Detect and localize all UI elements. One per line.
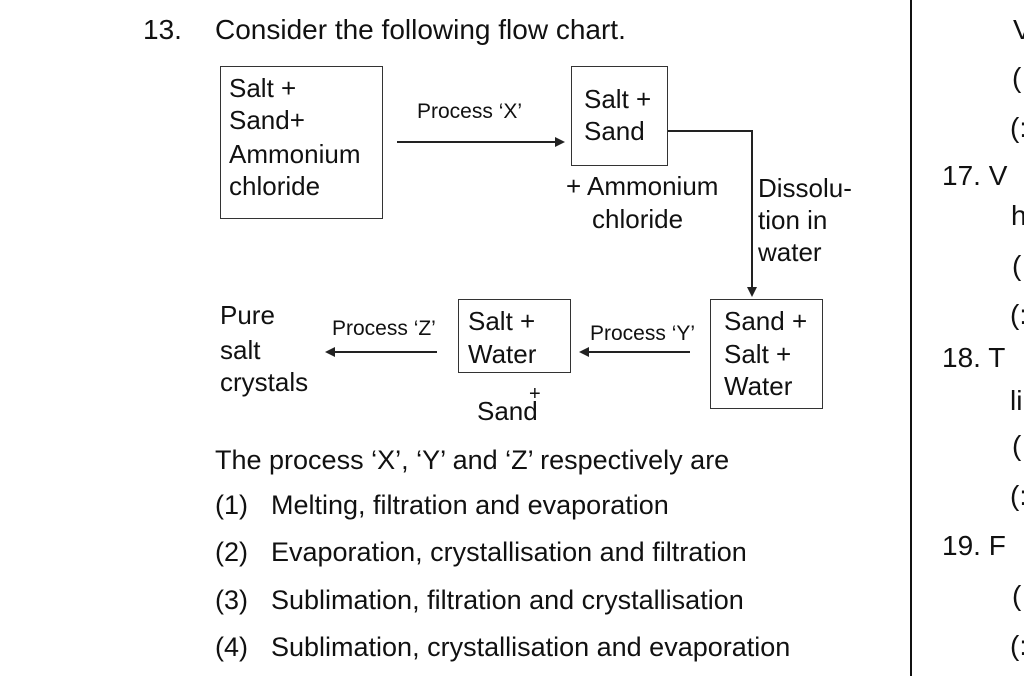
option-4-text: Sublimation, crystallisation and evapora… <box>271 632 791 662</box>
right-column-line-13: ( <box>1012 580 1022 611</box>
dissolution-label-line-1: Dissolu- <box>758 173 852 203</box>
process-z-label: Process ‘Z’ <box>332 317 436 340</box>
box-salt-sand-line-2: Sand <box>584 116 645 146</box>
box-salt-sand-line-1: Salt + <box>584 84 652 114</box>
arrow-dissolution <box>667 130 757 297</box>
right-column-line-1: V <box>1013 14 1024 45</box>
box-start-mixture <box>220 66 383 219</box>
box-mixture-line-2: Salt + <box>724 339 792 369</box>
option-1-number: (1) <box>215 490 248 520</box>
product-line-3: crystals <box>220 367 309 397</box>
box-salt-sand <box>571 66 668 166</box>
right-column-line-10: ( <box>1012 430 1022 461</box>
option-2-text: Evaporation, crystallisation and filtrat… <box>271 537 747 567</box>
right-column-line-11: (: <box>1010 480 1024 511</box>
option-3-text: Sublimation, filtration and crystallisat… <box>271 585 744 615</box>
right-column-line-6: ( <box>1012 250 1022 281</box>
box-mixture-line-3: Water <box>724 371 793 401</box>
option-1-text: Melting, filtration and evaporation <box>271 490 669 520</box>
right-column-line-8: 18. T <box>942 342 1006 373</box>
process-x-label: Process ‘X’ <box>417 100 523 123</box>
flowchart-arrows <box>325 130 757 357</box>
right-column-line-7: (: <box>1010 299 1024 330</box>
right-column-line-3: (: <box>1010 112 1024 143</box>
byproduct-y-plus: + <box>529 383 541 405</box>
box-mixture-line-1: Sand + <box>724 306 808 336</box>
box-salt-water-line-1: Salt + <box>468 306 536 336</box>
box-start-line-2: Sand+ <box>229 105 305 135</box>
box-salt-water-line-2: Water <box>468 339 537 369</box>
option-3-number: (3) <box>215 585 248 615</box>
option-2-number: (2) <box>215 537 248 567</box>
right-column-line-9: li <box>1010 385 1023 416</box>
question-text: Consider the following flow chart. <box>215 14 626 45</box>
dissolution-label-line-3: water <box>758 237 822 267</box>
right-column-line-12: 19. F <box>942 530 1006 561</box>
right-column-line-4: 17. V <box>942 160 1008 191</box>
byproduct-x-line-2: chloride <box>592 204 684 234</box>
dissolution-label-line-2: tion in <box>758 205 828 235</box>
right-column-line-14: (: <box>1010 630 1024 661</box>
box-start-line-4: chloride <box>229 171 321 201</box>
process-y-label: Process ‘Y’ <box>590 322 696 345</box>
box-start-line-1: Salt + <box>229 73 297 103</box>
box-start-line-3: Ammonium <box>229 139 361 169</box>
box-mixture-in-water <box>710 299 823 409</box>
option-4-number: (4) <box>215 632 248 662</box>
product-line-2: salt <box>220 335 261 365</box>
question-stem: The process ‘X’, ‘Y’ and ‘Z’ respectivel… <box>215 445 730 475</box>
byproduct-x-line-1: + Ammonium <box>566 171 719 201</box>
question-number: 13. <box>143 14 182 45</box>
box-salt-water <box>458 299 571 373</box>
right-column-line-5: h <box>1011 200 1024 231</box>
product-line-1: Pure <box>220 300 275 330</box>
right-column-line-2: ( <box>1012 62 1022 93</box>
byproduct-y-sand: Sand <box>477 396 538 426</box>
column-divider <box>910 0 912 676</box>
